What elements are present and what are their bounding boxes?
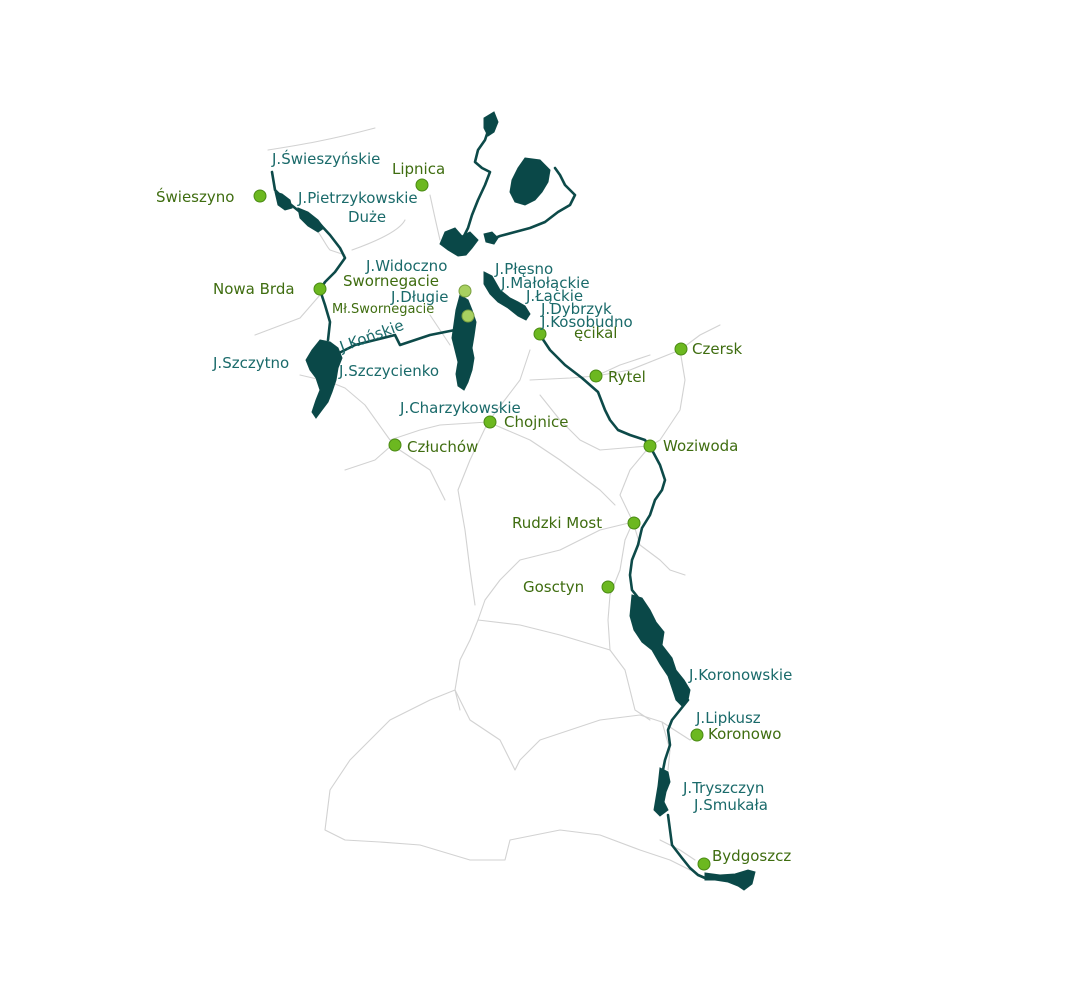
label-j-charzykowskie: J.Charzykowskie bbox=[399, 399, 521, 417]
label-j-konskie: J.Końskie bbox=[336, 316, 406, 356]
town-marker-lipnica[interactable] bbox=[415, 178, 429, 192]
town-markers bbox=[253, 178, 711, 871]
lake-malolackie bbox=[483, 271, 531, 321]
town-marker-bydgoszcz[interactable] bbox=[697, 857, 711, 871]
label-nowa-brda: Nowa Brda bbox=[213, 280, 295, 298]
label-j-szczytno: J.Szczytno bbox=[212, 354, 289, 372]
town-marker-czersk[interactable] bbox=[674, 342, 688, 356]
lake-wdzydze bbox=[509, 157, 551, 206]
town-marker-gosctyn[interactable] bbox=[601, 580, 615, 594]
town-marker-czluchow[interactable] bbox=[388, 438, 402, 452]
lake-north-big bbox=[439, 227, 479, 257]
lake-lipnica-small bbox=[483, 231, 499, 245]
label-swornegacie: Swornegacie bbox=[343, 272, 439, 290]
label-gosctyn: Gosctyn bbox=[523, 578, 584, 596]
town-marker-koronowo[interactable] bbox=[690, 728, 704, 742]
lake-szczytno bbox=[305, 339, 343, 419]
lake-koronowskie bbox=[629, 594, 691, 707]
label-j-widoczno: J.Widoczno bbox=[365, 257, 447, 275]
label-woziwoda: Woziwoda bbox=[663, 437, 738, 455]
town-marker-rytel[interactable] bbox=[589, 369, 603, 383]
label-j-smukala: J.Smukała bbox=[693, 796, 768, 814]
town-marker-woziwoda[interactable] bbox=[643, 439, 657, 453]
label-j-koronowskie: J.Koronowskie bbox=[688, 666, 792, 684]
town-marker-rudzki-most[interactable] bbox=[627, 516, 641, 530]
lake-bydgoszcz-bend bbox=[704, 869, 756, 891]
town-marker-swornegacie[interactable] bbox=[458, 284, 472, 298]
label-j-tryszczyn: J.Tryszczyn bbox=[682, 779, 764, 797]
town-marker-swieszyno[interactable] bbox=[253, 189, 267, 203]
label-koronowo: Koronowo bbox=[708, 725, 781, 743]
label-czersk: Czersk bbox=[692, 340, 743, 358]
town-marker-chojnice[interactable] bbox=[483, 415, 497, 429]
label-j-swieszynskie: J.Świeszyńskie bbox=[271, 149, 380, 168]
label-bydgoszcz: Bydgoszcz bbox=[712, 847, 791, 865]
label-j-plesno: J.Płęsno bbox=[494, 260, 553, 278]
label-lipnica: Lipnica bbox=[392, 160, 445, 178]
label-j-pietrzykowskie: J.Pietrzykowskie bbox=[297, 189, 418, 207]
label-ecikal: ęcikal bbox=[574, 324, 617, 342]
town-marker-ecikal[interactable] bbox=[533, 327, 547, 341]
label-j-malolackie: J.Małołąckie bbox=[500, 274, 590, 292]
label-czluchow: Człuchów bbox=[407, 438, 478, 456]
label-ml-swornegacie: Mł.Swornegacie bbox=[332, 302, 434, 317]
river-network bbox=[270, 123, 707, 880]
lakes bbox=[274, 111, 756, 891]
lake-pietrzykowskie bbox=[297, 207, 325, 233]
town-marker-nowa-brda[interactable] bbox=[313, 282, 327, 296]
label-rytel: Rytel bbox=[608, 368, 646, 386]
label-j-kosobudno: J.Kosobudno bbox=[540, 313, 633, 331]
label-j-szczycienko: J.Szczycienko bbox=[338, 362, 439, 380]
label-j-lackie: J.Łąckie bbox=[525, 287, 583, 305]
label-j-pietrzykowskie-line2: Duże bbox=[348, 208, 386, 226]
label-j-dybrzyk: J.Dybrzyk bbox=[540, 300, 612, 318]
town-labels: Lipnica Świeszyno Swornegacie Mł.Sworneg… bbox=[156, 160, 791, 865]
lake-labels: J.Świeszyńskie J.Pietrzykowskie Duże J.W… bbox=[212, 149, 792, 814]
label-j-dlugie: J.Długie bbox=[390, 288, 448, 306]
lake-north-top bbox=[483, 111, 499, 137]
label-chojnice: Chojnice bbox=[504, 413, 568, 431]
road-network bbox=[254, 127, 721, 871]
label-swieszyno: Świeszyno bbox=[156, 187, 234, 206]
lake-charzykowskie bbox=[451, 294, 477, 391]
label-rudzki-most: Rudzki Most bbox=[512, 514, 602, 532]
lake-tryszczyn bbox=[653, 767, 671, 817]
label-j-lipkusz: J.Lipkusz bbox=[695, 709, 761, 727]
town-marker-ml-swornegacie[interactable] bbox=[461, 309, 475, 323]
lake-swieszynskie bbox=[274, 191, 293, 211]
